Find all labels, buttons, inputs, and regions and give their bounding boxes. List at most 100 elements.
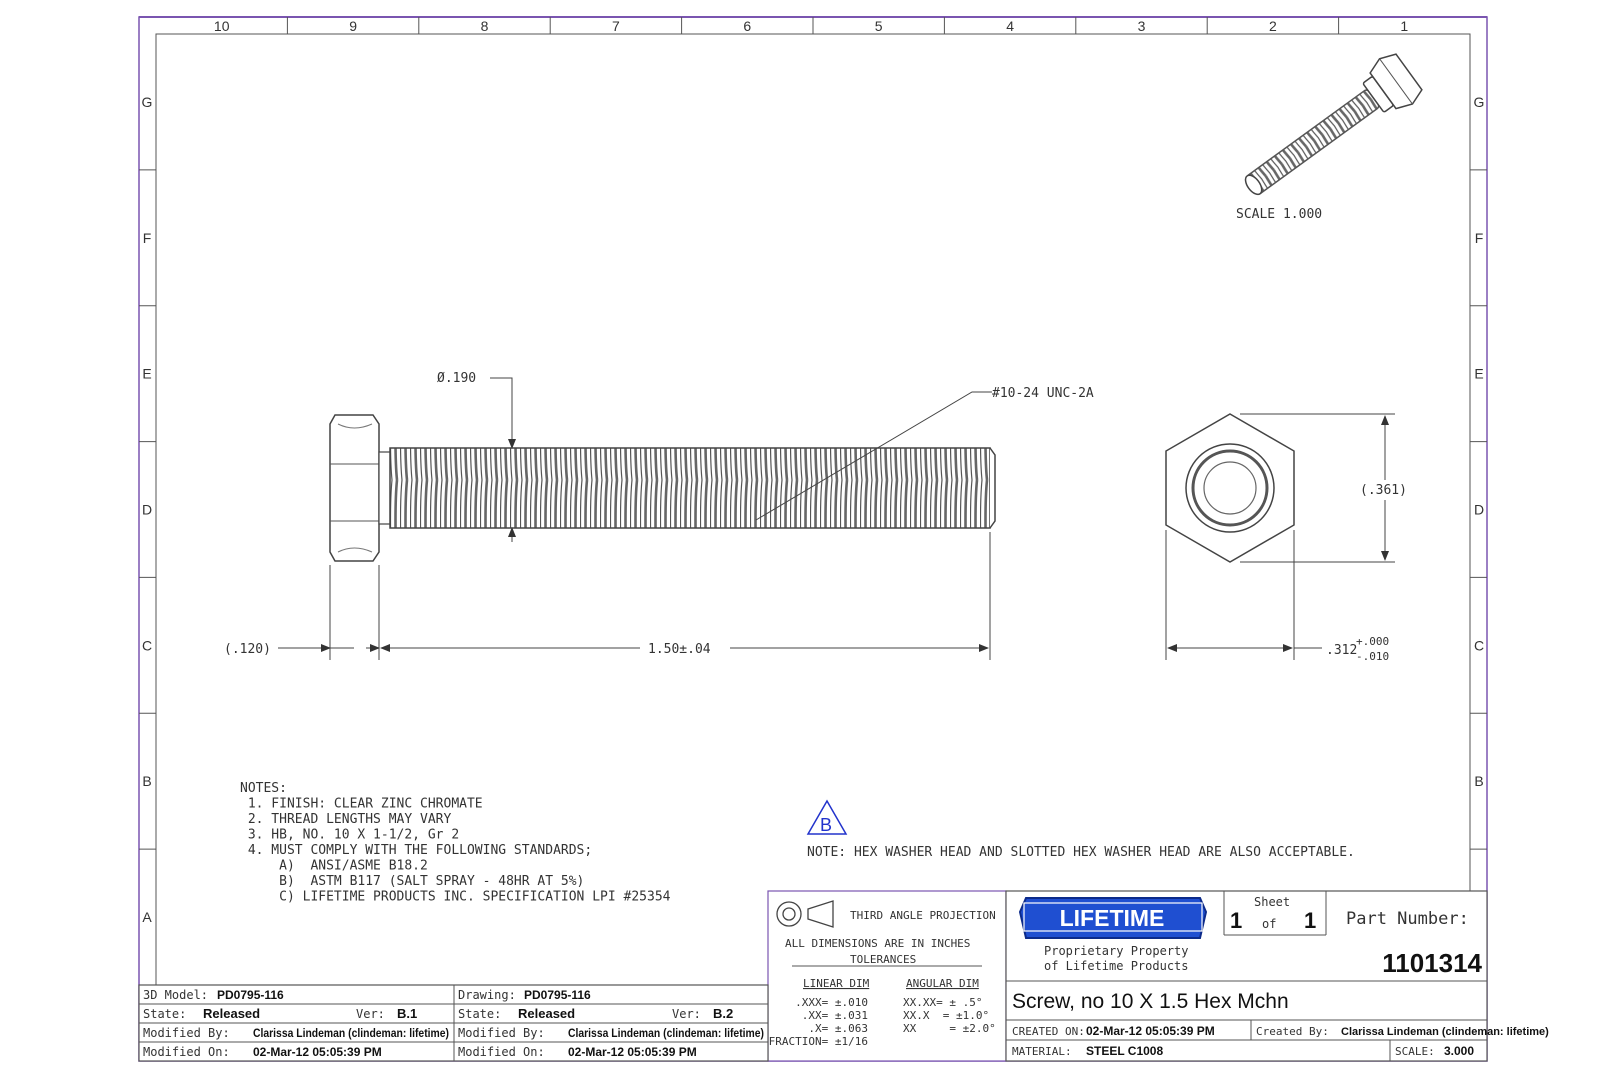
column-label: 5 [875,18,883,34]
row-zone-labels: G G F F E E D D C C B B A [139,94,1487,925]
row-label-right: D [1474,502,1484,518]
revision-letter: B [820,815,832,835]
column-label: 6 [743,18,751,34]
row-label-left: A [142,909,152,925]
model-label: 3D Model: [143,988,208,1002]
row-label-left: E [142,366,151,382]
column-label: 3 [1138,18,1146,34]
model-modified-by-label: Modified By: [143,1026,230,1040]
angular-dim-header: ANGULAR DIM [906,977,979,990]
revision-triangle-icon [806,799,848,835]
general-notes: NOTES: 1. FINISH: CLEAR ZINC CHROMATE 2.… [240,781,671,905]
angular-tolerance: XX.X = ±1.0° [903,1009,989,1022]
across-corners-label: (.361) [1360,483,1407,498]
proprietary-line-2: of Lifetime Products [1044,959,1189,973]
tolerances-label: TOLERANCES [850,953,916,966]
dimension-labels: Ø.190 #10-24 UNC-2A (.120) 1.50±.04 (.36… [224,371,1407,663]
drawing-ver-label: Ver: [672,1007,701,1021]
scale-label: SCALE: [1395,1045,1435,1058]
created-by: Clarissa Lindeman (clindeman: lifetime) [1341,1026,1549,1038]
tolerance-plus: +.000 [1356,635,1389,648]
part-description: Screw, no 10 X 1.5 Hex Mchn [1012,990,1289,1013]
angular-tolerance: XX = ±2.0° [903,1022,996,1035]
dimensions [278,377,1395,660]
projection-label: THIRD ANGLE PROJECTION [850,909,996,922]
revision-note: B NOTE: HEX WASHER HEAD AND SLOTTED HEX … [806,799,1355,860]
column-label: 7 [612,18,620,34]
note-line: NOTES: [240,781,287,796]
created-on: 02-Mar-12 05:05:39 PM [1086,1024,1215,1038]
thread-callout: #10-24 UNC-2A [992,386,1094,401]
row-label-left: G [142,94,153,110]
column-zone-labels: 10 9 8 7 6 5 4 3 2 1 [214,17,1408,34]
model-ver-label: Ver: [356,1007,385,1021]
note-line: C) LIFETIME PRODUCTS INC. SPECIFICATION … [240,890,671,905]
column-label: 1 [1400,18,1408,34]
linear-tolerance: .XX= ±.031 [802,1009,868,1022]
model-ver: B.1 [397,1006,417,1021]
revision-note-text: NOTE: HEX WASHER HEAD AND SLOTTED HEX WA… [807,845,1355,860]
note-line: 2. THREAD LENGTHS MAY VARY [240,812,451,827]
material-label: MATERIAL: [1012,1045,1072,1058]
linear-tolerances: .XXX= ±.010.XX= ±.031.X= ±.063FRACTION= … [769,996,868,1048]
note-line: A) ANSI/ASME B18.2 [240,859,428,874]
note-line: 3. HB, NO. 10 X 1-1/2, Gr 2 [240,828,459,843]
row-label-right: F [1475,230,1484,246]
drawing-label: Drawing: [458,988,516,1002]
part-number-label: Part Number: [1346,909,1469,929]
column-label: 9 [349,18,357,34]
model-modified-on-label: Modified On: [143,1045,230,1059]
model-modified-by: Clarissa Lindeman (clindeman: lifetime) [253,1026,449,1040]
created-by-label: Created By: [1256,1025,1329,1038]
tolerance-minus: -.010 [1356,650,1389,663]
sheet-number: 1 [1230,908,1242,933]
row-label-left: B [142,773,151,789]
length-label: 1.50±.04 [648,642,711,657]
note-line: B) ASTM B117 (SALT SPRAY - 48HR AT 5%) [240,874,584,889]
angular-tolerances: XX.XX= ± .5°XX.X = ±1.0°XX = ±2.0° [903,996,996,1035]
model-modified-on: 02-Mar-12 05:05:39 PM [253,1045,382,1059]
row-label-left: C [142,637,152,653]
drawing-modified-by: Clarissa Lindeman (clindeman: lifetime) [568,1026,764,1040]
row-label-right: C [1474,637,1484,653]
column-label: 8 [481,18,489,34]
linear-tolerance: .X= ±.063 [808,1022,868,1035]
column-label: 10 [214,18,230,34]
note-line: 1. FINISH: CLEAR ZINC CHROMATE [240,797,483,812]
model-state-label: State: [143,1007,186,1021]
isometric-view: SCALE 1.000 [1236,53,1423,222]
linear-tolerance: .XXX= ±.010 [795,996,868,1009]
row-label-right: B [1474,773,1483,789]
proprietary-line-1: Proprietary Property [1044,944,1189,958]
part-number: 1101314 [1382,948,1482,978]
head-height-label: (.120) [224,642,271,657]
drawing-state-label: State: [458,1007,501,1021]
row-label-left: D [142,502,152,518]
sheet-total: 1 [1304,908,1316,933]
logo-text: LIFETIME [1060,905,1165,931]
scale: 3.000 [1444,1044,1474,1058]
projection-block: THIRD ANGLE PROJECTION ALL DIMENSIONS AR… [767,890,1007,1062]
sheet-label: Sheet [1254,895,1290,909]
lifetime-logo: LIFETIME [1018,897,1208,939]
column-label: 2 [1269,18,1277,34]
row-label-right: G [1474,94,1485,110]
drawing-modified-by-label: Modified By: [458,1026,545,1040]
title-block: LIFETIME Proprietary Property of Lifetim… [1005,890,1549,1062]
drawing-modified-on: 02-Mar-12 05:05:39 PM [568,1045,697,1059]
screw-end-view [1165,413,1295,563]
across-flats-label: .312 [1326,643,1357,658]
created-on-label: CREATED ON: [1012,1025,1085,1038]
model-number: PD0795-116 [217,988,284,1002]
drawing-ver: B.2 [713,1006,733,1021]
screw-side-view [329,414,996,562]
column-label: 4 [1006,18,1014,34]
model-state: Released [203,1006,260,1021]
material: STEEL C1008 [1086,1044,1163,1058]
note-line: 4. MUST COMPLY WITH THE FOLLOWING STANDA… [240,843,592,858]
third-angle-projection-icon [776,900,834,928]
row-label-left: F [143,230,152,246]
iso-scale-label: SCALE 1.000 [1236,207,1322,222]
row-label-right: E [1474,366,1483,382]
